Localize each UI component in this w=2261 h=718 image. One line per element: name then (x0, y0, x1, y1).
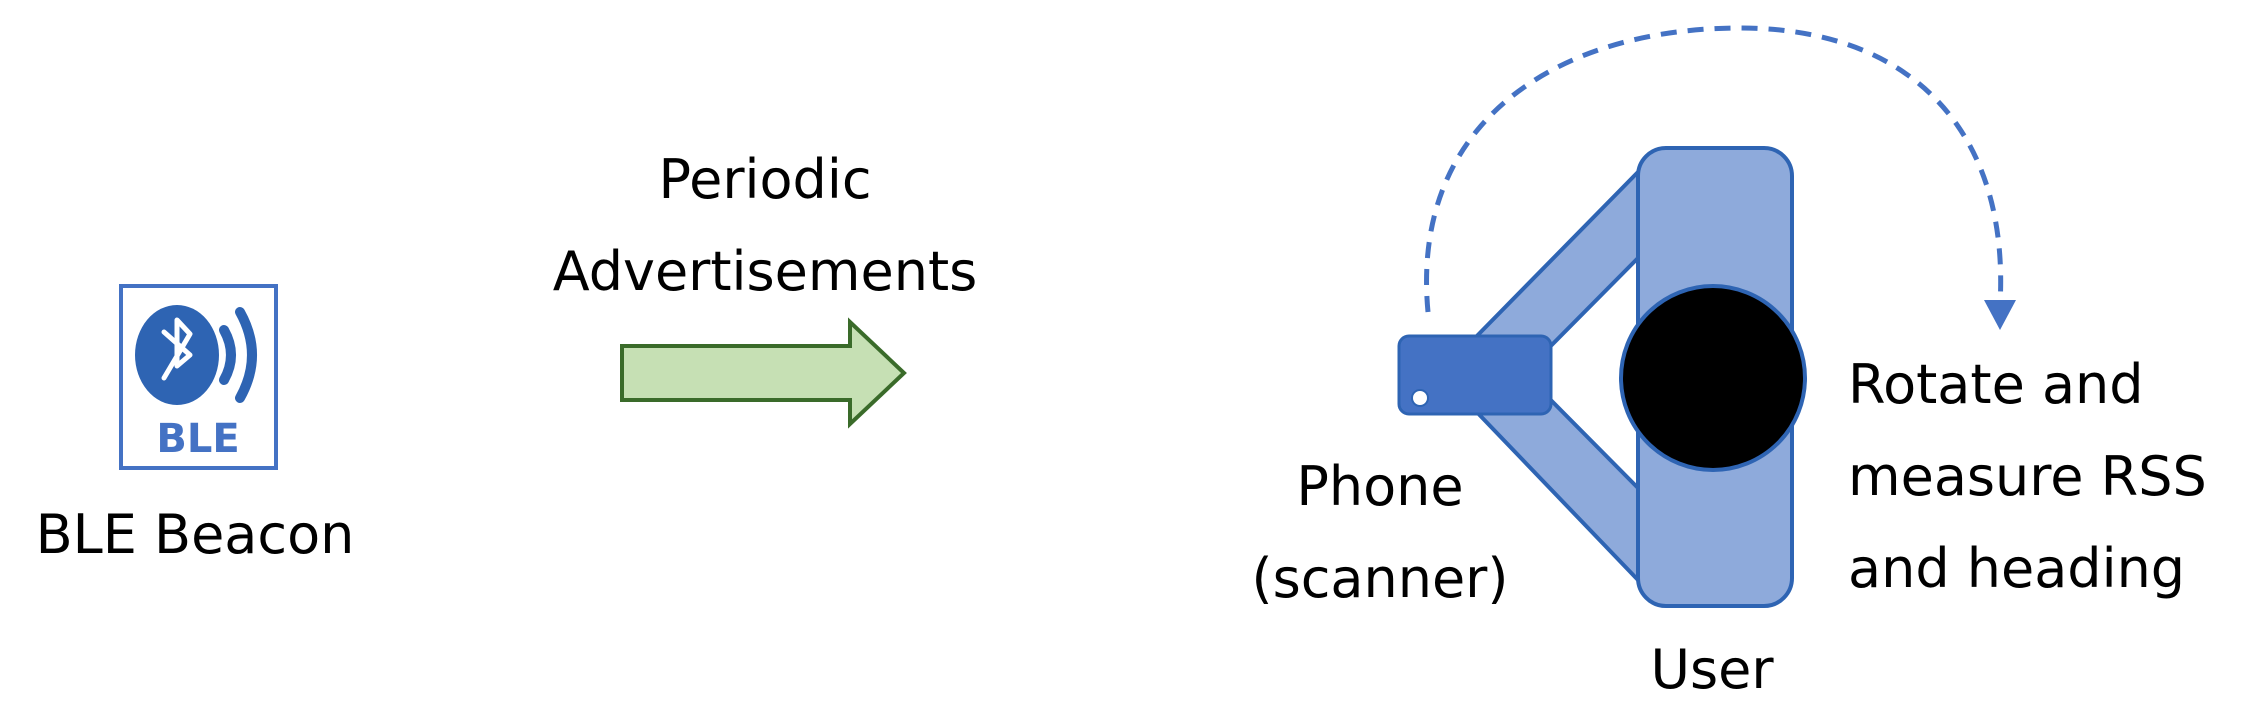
rotation-arrowhead (1984, 300, 2016, 330)
rotate-label-line1: Rotate and (1848, 353, 2144, 416)
user-head (1619, 284, 1807, 472)
ble-badge-text: BLE (156, 416, 239, 462)
user-label: User (1650, 638, 1774, 701)
ble-beacon-icon: BLE (119, 284, 278, 470)
phone-label-line2: (scanner) (1252, 547, 1509, 610)
bluetooth-icon (135, 305, 219, 405)
phone-camera (1411, 389, 1429, 407)
advert-label-line2: Advertisements (553, 240, 978, 303)
phone-icon (1397, 334, 1553, 416)
signal-wave-large-icon (235, 307, 257, 403)
phone-label-line1: Phone (1296, 455, 1463, 518)
advert-label-line1: Periodic (658, 148, 871, 211)
rotate-label-line3: and heading (1848, 537, 2185, 600)
rotation-arc-arrow (1424, 25, 2004, 313)
beacon-label: BLE Beacon (36, 503, 355, 566)
rotate-label-line2: measure RSS (1848, 445, 2207, 508)
user-figure (1468, 146, 1807, 608)
signal-wave-small-icon (219, 325, 236, 385)
advertisement-arrow (620, 317, 907, 429)
